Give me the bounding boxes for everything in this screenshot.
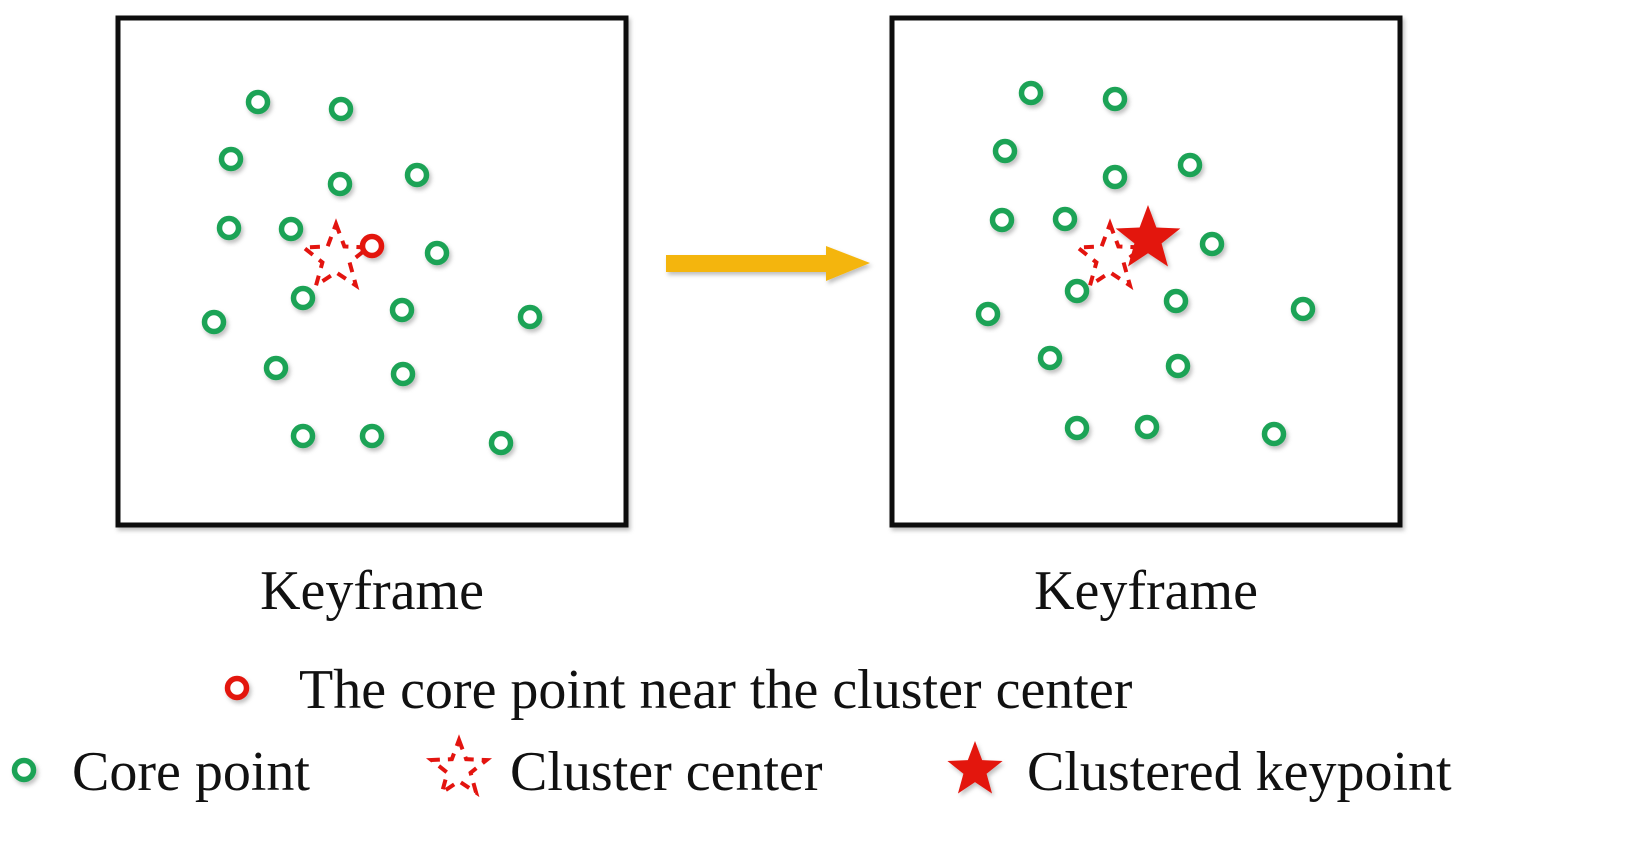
left-core-points <box>201 89 543 456</box>
right-frame-border <box>889 15 1403 528</box>
left-frame-border <box>115 15 629 528</box>
near-center-point-legend-icon <box>224 675 250 701</box>
transition-arrow-icon <box>666 246 870 281</box>
core-point <box>278 216 304 242</box>
right-keyframe-caption: Keyframe <box>1034 560 1258 622</box>
core-point <box>1199 231 1225 257</box>
core-point <box>1064 415 1090 441</box>
legend-keypoint-star <box>947 741 1003 794</box>
core-point <box>328 96 354 122</box>
core-point <box>424 240 450 266</box>
core-point <box>1102 86 1128 112</box>
cluster-center-legend-icon <box>425 734 493 798</box>
left-keyframe-panel <box>115 15 629 528</box>
core-point <box>359 423 385 449</box>
core-point <box>1052 206 1078 232</box>
legend: The core point near the cluster center C… <box>11 659 1452 803</box>
core-point <box>245 89 271 115</box>
core-point-legend-icon <box>11 757 37 783</box>
legend-clustered-keypoint-label: Clustered keypoint <box>1027 741 1452 803</box>
core-point <box>488 430 514 456</box>
core-point <box>1177 152 1203 178</box>
core-point <box>1261 421 1287 447</box>
clustered-keypoint-legend-icon <box>947 741 1003 794</box>
core-point <box>1064 278 1090 304</box>
core-point <box>1165 353 1191 379</box>
core-point <box>201 309 227 335</box>
core-point <box>404 162 430 188</box>
core-point <box>390 361 416 387</box>
legend-near-ring <box>224 675 250 701</box>
core-point <box>290 423 316 449</box>
left-keyframe-caption: Keyframe <box>260 560 484 622</box>
right-clustered-keypoint <box>1115 205 1181 267</box>
core-point <box>290 285 316 311</box>
core-point <box>216 215 242 241</box>
legend-core-point-label: Core point <box>72 741 310 803</box>
core-point <box>327 171 353 197</box>
core-point <box>1102 164 1128 190</box>
right-core-points <box>975 80 1316 447</box>
core-point <box>517 304 543 330</box>
legend-center-star <box>425 734 493 798</box>
core-point <box>1134 414 1160 440</box>
core-point <box>1163 288 1189 314</box>
legend-core-ring <box>11 757 37 783</box>
right-keyframe-panel <box>889 15 1403 528</box>
legend-cluster-center-label: Cluster center <box>510 741 823 803</box>
core-point <box>1290 296 1316 322</box>
core-point <box>389 297 415 323</box>
core-point <box>975 301 1001 327</box>
legend-near-center-label: The core point near the cluster center <box>299 659 1133 721</box>
near-center-point <box>359 233 385 259</box>
core-point <box>989 207 1015 233</box>
clustered-keypoint-star <box>1115 205 1181 267</box>
left-near-center-point <box>359 233 385 259</box>
core-point <box>1018 80 1044 106</box>
core-point <box>218 146 244 172</box>
core-point <box>263 355 289 381</box>
core-point <box>1037 345 1063 371</box>
core-point <box>992 138 1018 164</box>
